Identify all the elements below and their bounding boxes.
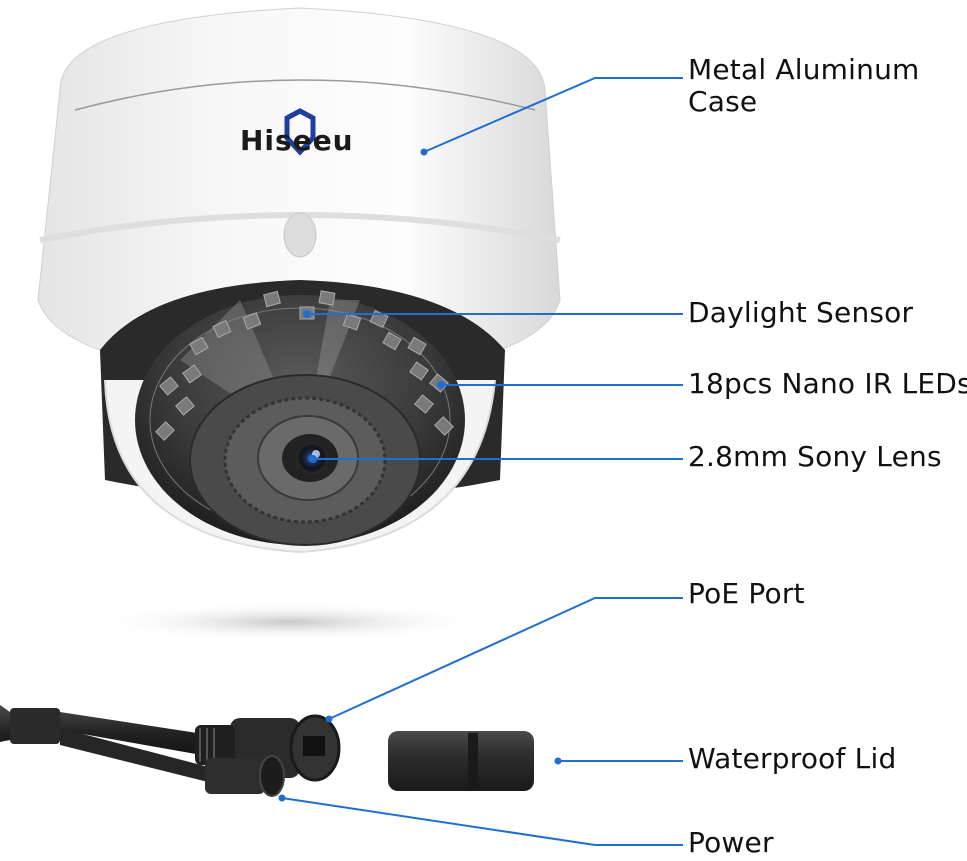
callout-label-lens: 2.8mm Sony Lens bbox=[688, 440, 942, 473]
leader-power bbox=[281, 797, 683, 846]
leader-case bbox=[423, 77, 683, 153]
shield-icon bbox=[284, 108, 316, 156]
dome-camera bbox=[37, 7, 561, 554]
svg-text:Hiseeu: Hiseeu bbox=[240, 124, 354, 157]
callout-label-ir-leds: 18pcs Nano IR LEDs bbox=[688, 367, 967, 400]
leader-lines bbox=[281, 77, 683, 846]
floor-shadow bbox=[90, 602, 490, 642]
leader-dots bbox=[278, 148, 562, 802]
callout-label-case-line1: Metal Aluminum bbox=[688, 53, 920, 86]
brand-logo: Hiseeu bbox=[240, 108, 354, 157]
callout-label-case-line2: Case bbox=[688, 85, 758, 118]
callout-label-power: Power bbox=[688, 826, 774, 859]
callout-label-daylight-sensor: Daylight Sensor bbox=[688, 296, 914, 329]
callout-label-case: Metal Aluminum Case bbox=[688, 54, 948, 118]
callout-label-poe-port: PoE Port bbox=[688, 577, 805, 610]
leader-poe-port bbox=[328, 597, 683, 720]
callout-label-waterproof-lid: Waterproof Lid bbox=[688, 742, 897, 775]
waterproof-lid bbox=[388, 731, 534, 791]
poe-cable-assembly bbox=[0, 705, 341, 797]
